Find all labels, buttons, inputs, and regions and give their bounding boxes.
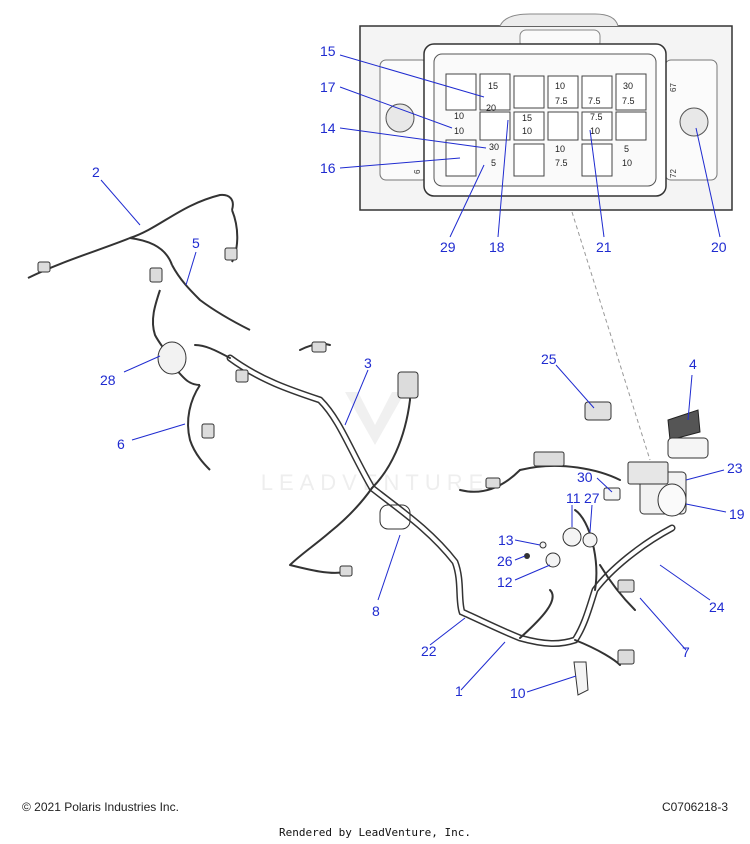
callout-label: 13 — [498, 532, 514, 548]
fuse-label: 10 — [454, 126, 464, 136]
fuse-label: 7.5 — [555, 96, 568, 106]
diagram-id: C0706218-3 — [661, 800, 728, 814]
mount-hole-left-icon — [385, 103, 415, 133]
copyright-text: © 2021 Polaris Industries Inc. — [22, 800, 179, 814]
callout-leaders — [100, 179, 727, 693]
callout-label: 17 — [320, 79, 336, 95]
callout-label: 1 — [455, 683, 463, 699]
callout-label: 28 — [100, 372, 116, 388]
fuse-label: 7.5 — [590, 112, 603, 122]
fuse-cover — [667, 409, 709, 459]
sub-harness-left — [27, 193, 346, 574]
callout-label: 6 — [117, 436, 125, 452]
callout-label: 14 — [320, 120, 336, 136]
fuse-label: 10 — [555, 81, 565, 91]
mount-hole-right-icon — [679, 107, 709, 137]
callout-label: 22 — [421, 643, 437, 659]
relay-box — [627, 461, 687, 517]
connectors — [37, 247, 635, 665]
fuse-label: 10 — [622, 158, 632, 168]
callout-label: 3 — [364, 355, 372, 371]
fuse-label: 10 — [522, 126, 532, 136]
callout-label: 4 — [689, 356, 697, 372]
fuse-label: 10 — [555, 144, 565, 154]
small-parts — [524, 487, 621, 568]
callout-label: 27 — [584, 490, 600, 506]
side-label: 67 — [669, 83, 678, 92]
fuse-label: 15 — [522, 113, 532, 123]
callout-label: 7 — [682, 644, 690, 660]
fuse-label: 10 — [454, 111, 464, 121]
fuse-label: 7.5 — [622, 96, 635, 106]
callout-label: 29 — [440, 239, 456, 255]
fuse-label: 10 — [590, 126, 600, 136]
callout-label: 24 — [709, 599, 725, 615]
fuse-label: 30 — [489, 142, 499, 152]
callout-label: 18 — [489, 239, 505, 255]
callout-label: 30 — [577, 469, 593, 485]
fuse-box-inset: 15 20 10 10 30 5 15 10 10 7.5 7.5 10 7.5… — [339, 13, 733, 238]
callout-label: 19 — [729, 506, 745, 522]
rendered-by-text: Rendered by LeadVenture, Inc. — [278, 826, 472, 839]
callout-label: 8 — [372, 603, 380, 619]
callout-label: 23 — [727, 460, 743, 476]
fuse-label: 5 — [491, 158, 496, 168]
grommet-28 — [157, 341, 187, 375]
callout-label: 20 — [711, 239, 727, 255]
callout-label: 26 — [497, 553, 513, 569]
watermark-logo-icon — [345, 392, 405, 445]
grommet-10 — [573, 661, 589, 696]
fuse-box-pointer — [571, 211, 651, 461]
connector-25 — [584, 401, 612, 421]
fuse-label: 30 — [623, 81, 633, 91]
fuse-label: 15 — [488, 81, 498, 91]
side-label: 6 — [413, 169, 422, 174]
main-harness — [194, 342, 676, 666]
fuse-label: 5 — [624, 144, 629, 154]
fuse-label: 7.5 — [588, 96, 601, 106]
callout-label: 16 — [320, 160, 336, 176]
callout-label: 2 — [92, 164, 100, 180]
callout-label: 10 — [510, 685, 526, 701]
watermark: LEADVENTURE — [261, 392, 483, 495]
callout-label: 15 — [320, 43, 336, 59]
callout-label: 11 — [566, 490, 581, 506]
callout-labels: 15 17 14 16 29 18 21 20 2 5 28 6 3 25 4 … — [92, 43, 745, 701]
fuse-label: 7.5 — [555, 158, 568, 168]
callout-label: 21 — [596, 239, 612, 255]
fuse-label: 20 — [486, 103, 496, 113]
inset-leaders — [339, 54, 721, 238]
callout-label: 12 — [497, 574, 513, 590]
side-label: 72 — [669, 169, 678, 178]
fuse-value-labels: 15 20 10 10 30 5 15 10 10 7.5 7.5 10 7.5… — [454, 81, 635, 168]
callout-label: 5 — [192, 235, 200, 251]
callout-label: 25 — [541, 351, 557, 367]
